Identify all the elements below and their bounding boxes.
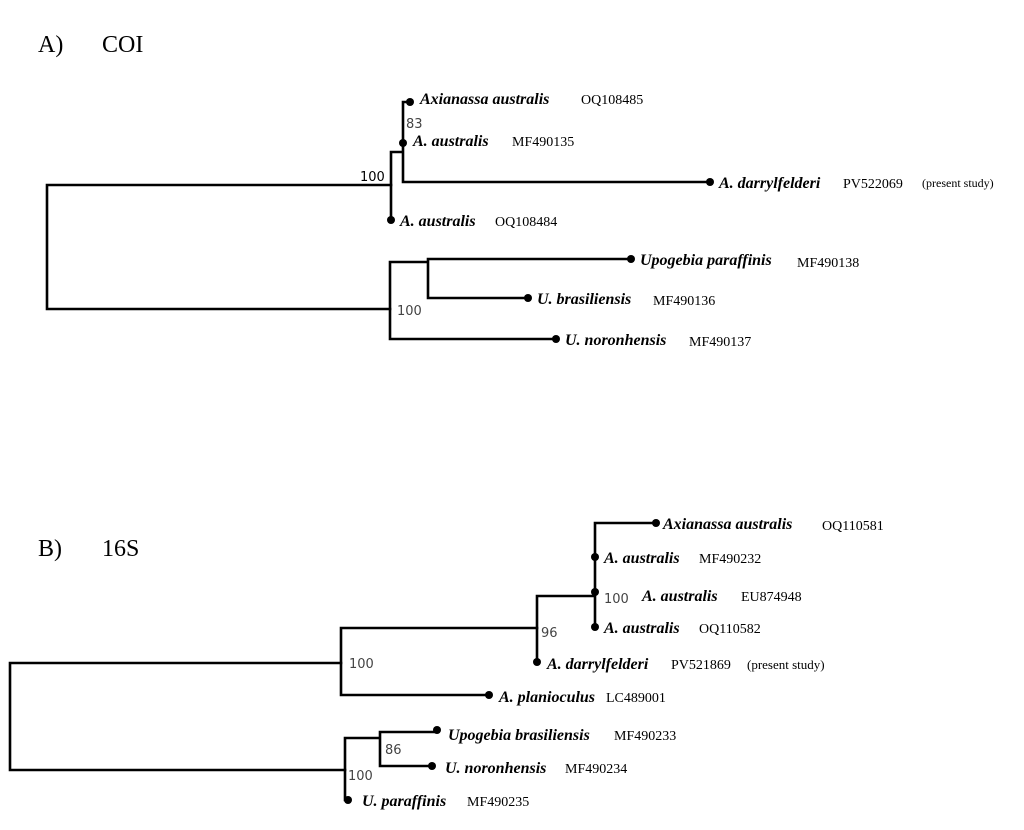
taxon-name: A. planioculus [498, 689, 595, 706]
accession-number: MF490233 [614, 729, 676, 744]
bootstrap-value: 100 [349, 657, 374, 672]
accession-number: MF490234 [565, 762, 627, 777]
taxon-name: U. noronhensis [445, 760, 546, 777]
accession-number: OQ108484 [495, 215, 557, 230]
taxon-name: A. australis [641, 588, 718, 605]
taxon-name: U. paraffinis [362, 793, 446, 810]
taxon-name: A. australis [399, 213, 476, 230]
tree-branches [8, 521, 658, 802]
bootstrap-value: 83 [406, 117, 423, 132]
bootstrap-value: 96 [541, 626, 558, 641]
taxon-name: U. brasiliensis [537, 291, 631, 308]
taxon-name: A. australis [412, 133, 489, 150]
accession-number: MF490137 [689, 335, 751, 350]
accession-number: MF490138 [797, 256, 859, 271]
taxon-name: Axianassa australis [662, 516, 792, 533]
panel-a-coi-tree: A) COI 100 83 100 Axianassa australis OQ… [38, 32, 994, 350]
accession-number: MF490232 [699, 552, 761, 567]
tip-markers [344, 519, 660, 804]
bootstrap-value: 100 [360, 170, 385, 185]
panel-b-label: B) [38, 536, 62, 562]
accession-number: OQ110581 [822, 519, 884, 534]
tip-markers [387, 98, 714, 343]
taxon-name: Upogebia brasiliensis [448, 727, 590, 744]
present-study-note: (present study) [747, 657, 825, 672]
bootstrap-value: 100 [604, 592, 629, 607]
taxon-name: U. noronhensis [565, 332, 666, 349]
taxon-name: Upogebia paraffinis [640, 252, 772, 269]
panel-b-marker: 16S [102, 536, 139, 562]
accession-number: LC489001 [606, 691, 666, 706]
taxon-name: A. darrylfelderi [546, 656, 649, 673]
taxon-name: Axianassa australis [419, 91, 549, 108]
accession-number: MF490136 [653, 294, 715, 309]
accession-number: MF490135 [512, 135, 574, 150]
accession-number: MF490235 [467, 795, 529, 810]
taxon-name: A. darrylfelderi [718, 175, 821, 192]
taxon-name: A. australis [603, 620, 680, 637]
accession-number: PV521869 [671, 658, 731, 673]
accession-number: OQ110582 [699, 622, 761, 637]
panel-a-label: A) [38, 32, 63, 58]
bootstrap-value: 100 [348, 769, 373, 784]
bootstrap-value: 100 [397, 304, 422, 319]
accession-number: PV522069 [843, 177, 903, 192]
accession-number: EU874948 [741, 590, 802, 605]
bootstrap-value: 86 [385, 743, 402, 758]
panel-a-marker: COI [102, 32, 143, 58]
accession-number: OQ108485 [581, 93, 643, 108]
taxon-name: A. australis [603, 550, 680, 567]
panel-b-16s-tree: B) 16S 100 96 100 86 100 Axianassa austr… [8, 516, 884, 810]
present-study-note: (present study) [922, 176, 994, 190]
